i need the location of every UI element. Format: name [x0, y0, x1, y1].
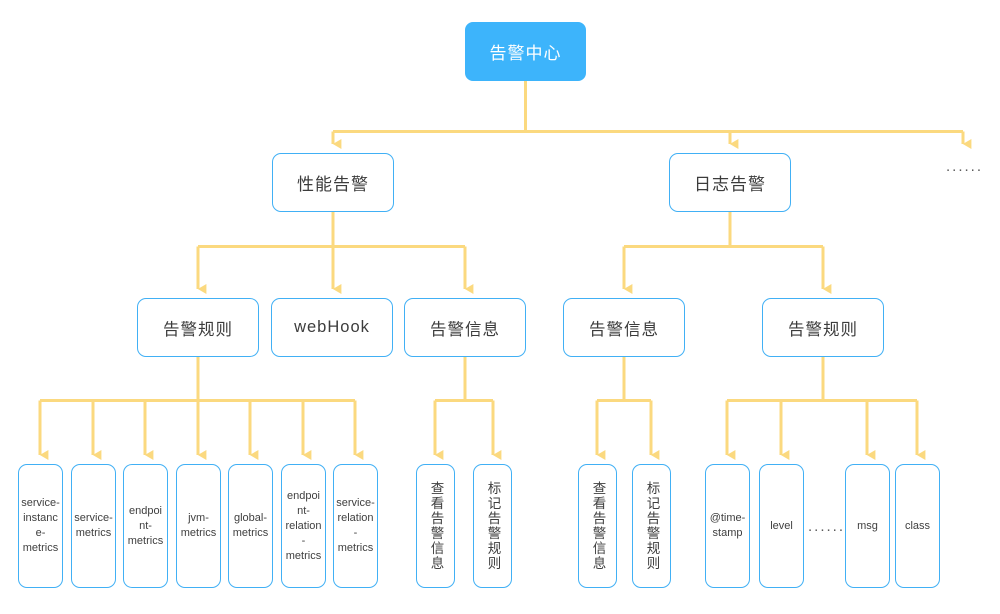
node-l3-alarm-rule[interactable]: 告警规则	[762, 298, 884, 357]
node-leaf-service-instance-metrics[interactable]: service-instance-metrics	[18, 464, 63, 588]
node-leaf-mark-alarm-rule[interactable]: 标记告警规则	[632, 464, 671, 588]
node-leaf-jvm-metrics[interactable]: jvm-metrics	[176, 464, 221, 588]
node-leaf-label: endpoint-metrics	[127, 504, 164, 547]
node-leaf-label: class	[904, 519, 931, 532]
node-l3-webhook[interactable]: webHook	[271, 298, 393, 357]
node-l3-label: 告警信息	[430, 320, 500, 339]
node-leaf-label: msg	[857, 519, 878, 532]
node-l2-label: 日志告警	[694, 175, 766, 194]
node-leaf-time-stamp[interactable]: @time-stamp	[705, 464, 750, 588]
node-leaf-mark-alarm-rule[interactable]: 标记告警规则	[473, 464, 512, 588]
node-l3-label: 告警规则	[163, 320, 233, 339]
node-leaf-label: jvm-metrics	[180, 512, 217, 539]
node-leaf-label: level	[770, 519, 793, 532]
node-l3-alarm-rule[interactable]: 告警规则	[137, 298, 259, 357]
node-leaf-service-relation-metrics[interactable]: service-relation-metrics	[333, 464, 378, 588]
node-leaf-label: 查看告警信息	[590, 481, 606, 571]
node-leaf-label: global-metrics	[232, 512, 269, 539]
node-leaf-view-alarm-message[interactable]: 查看告警信息	[578, 464, 617, 588]
node-leaf-endpoint-relation-metrics[interactable]: endpoint-relation-metrics	[281, 464, 326, 588]
node-l3-alarm-message[interactable]: 告警信息	[404, 298, 526, 357]
node-leaf-label: service-relation-metrics	[336, 497, 375, 554]
node-l3-label: 告警规则	[788, 320, 858, 339]
node-leaf-msg[interactable]: msg	[845, 464, 890, 588]
node-leaf-level[interactable]: level	[759, 464, 804, 588]
node-l3-label: 告警信息	[589, 320, 659, 339]
node-leaf-class[interactable]: class	[895, 464, 940, 588]
node-leaf-label: endpoint-relation-metrics	[285, 489, 322, 562]
node-leaf-label: service-instance-metrics	[21, 497, 60, 554]
node-leaf-global-metrics[interactable]: global-metrics	[228, 464, 273, 588]
node-leaf-label: 标记告警规则	[644, 481, 660, 571]
node-leaf-service-metrics[interactable]: service-metrics	[71, 464, 116, 588]
node-leaf-label: service-metrics	[74, 512, 113, 539]
node-leaf-label: @time-stamp	[709, 512, 746, 539]
node-l2-label: 性能告警	[297, 175, 369, 194]
node-l2-performance-alarm[interactable]: 性能告警	[272, 153, 394, 212]
node-l2-ellipsis: ......	[946, 157, 984, 175]
node-leaf-view-alarm-message[interactable]: 查看告警信息	[416, 464, 455, 588]
leaf-inline-ellipsis: ......	[808, 518, 846, 535]
node-leaf-label: 查看告警信息	[428, 481, 444, 571]
node-l3-label: webHook	[294, 318, 370, 336]
node-l3-alarm-message[interactable]: 告警信息	[563, 298, 685, 357]
node-root-alarm-center[interactable]: 告警中心	[465, 22, 586, 81]
node-leaf-label: 标记告警规则	[485, 481, 501, 571]
node-root-label: 告警中心	[489, 44, 562, 63]
node-leaf-endpoint-metrics[interactable]: endpoint-metrics	[123, 464, 168, 588]
node-l2-log-alarm[interactable]: 日志告警	[669, 153, 791, 212]
